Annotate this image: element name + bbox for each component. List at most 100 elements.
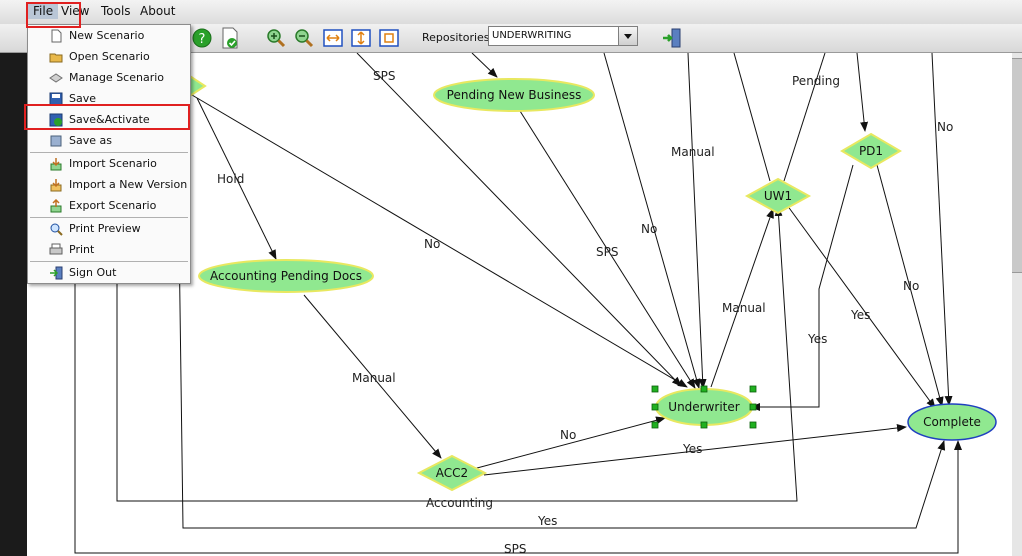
save-as-icon bbox=[50, 135, 62, 147]
menu-item-open-scenario[interactable]: Open Scenario bbox=[29, 47, 189, 67]
edge-label: Hold bbox=[217, 172, 244, 186]
fit-height-icon[interactable] bbox=[349, 26, 373, 50]
edge-label: SPS bbox=[504, 542, 526, 556]
edge-label: No bbox=[937, 120, 953, 134]
edge-sps-top bbox=[356, 53, 682, 387]
edge-label: No bbox=[560, 428, 576, 442]
edge-label: Yes bbox=[850, 308, 870, 322]
selection-handle[interactable] bbox=[651, 403, 659, 411]
edge-manual-top bbox=[687, 53, 707, 389]
diagram-canvas[interactable]: Pending New Business Accounting Pending … bbox=[27, 53, 1022, 556]
edge-label: Accounting bbox=[426, 496, 493, 510]
menu-item-label: Sign Out bbox=[69, 266, 117, 279]
menu-item-label: Import Scenario bbox=[69, 157, 157, 170]
menu-item-import-new-version[interactable]: Import a New Version bbox=[29, 175, 189, 195]
menu-item-label: Export Scenario bbox=[69, 199, 157, 212]
edge-sps-bottom bbox=[74, 53, 962, 554]
node-label: UW1 bbox=[764, 189, 792, 203]
manage-icon bbox=[49, 73, 63, 83]
repositories-value: UNDERWRITING bbox=[492, 30, 572, 41]
menu-tools[interactable]: Tools bbox=[101, 4, 131, 18]
selection-handle[interactable] bbox=[749, 385, 757, 393]
menu-item-new-scenario[interactable]: New Scenario bbox=[29, 26, 189, 46]
edge-label: Manual bbox=[352, 371, 396, 385]
repositories-select[interactable]: UNDERWRITING bbox=[488, 26, 638, 46]
edge-label: Yes bbox=[537, 514, 557, 528]
diagram-node-accounting-pending-docs[interactable]: Accounting Pending Docs bbox=[198, 259, 374, 293]
selection-handle[interactable] bbox=[700, 421, 708, 429]
workflow-diagram: Pending New Business Accounting Pending … bbox=[74, 53, 997, 556]
menu-item-sign-out[interactable]: Sign Out bbox=[29, 263, 189, 283]
menu-item-print-preview[interactable]: Print Preview bbox=[29, 219, 189, 239]
new-page-icon bbox=[51, 29, 62, 43]
zoom-in-icon[interactable] bbox=[264, 26, 288, 50]
node-label: ACC2 bbox=[436, 466, 468, 480]
edge-label: Manual bbox=[671, 145, 715, 159]
menu-item-save-activate[interactable]: Save&Activate bbox=[29, 110, 189, 130]
zoom-out-icon[interactable] bbox=[292, 26, 316, 50]
diagram-node-acc2[interactable]: ACC2 bbox=[416, 454, 488, 492]
magnifier-icon bbox=[50, 223, 63, 236]
scrollbar-thumb[interactable] bbox=[1012, 58, 1022, 273]
edge-label: Yes bbox=[682, 442, 702, 456]
edge-no-pd1 bbox=[876, 164, 944, 407]
edge-label: SPS bbox=[373, 69, 395, 83]
exit-door-icon[interactable] bbox=[660, 26, 684, 50]
menu-item-manage-scenario[interactable]: Manage Scenario bbox=[29, 68, 189, 88]
menu-item-label: Print bbox=[69, 243, 95, 256]
menu-file[interactable]: File bbox=[28, 3, 59, 19]
fit-all-icon[interactable] bbox=[377, 26, 401, 50]
edge-into-pnb bbox=[471, 53, 498, 78]
edge-label: No bbox=[903, 279, 919, 293]
node-label: Complete bbox=[923, 415, 981, 429]
menu-item-label: Print Preview bbox=[69, 222, 141, 235]
printer-icon bbox=[49, 243, 63, 255]
export-icon bbox=[50, 199, 62, 213]
diagram-node-pending-new-business[interactable]: Pending New Business bbox=[433, 78, 595, 112]
menu-about[interactable]: About bbox=[140, 4, 176, 18]
highlight-save-activate bbox=[24, 104, 190, 130]
menu-item-import-scenario[interactable]: Import Scenario bbox=[29, 154, 189, 174]
edge-no-right bbox=[931, 53, 953, 406]
diagram-node-complete[interactable]: Complete bbox=[907, 403, 997, 441]
edge-uw1-top bbox=[733, 53, 771, 182]
edge-into-pd1 bbox=[856, 53, 869, 132]
selection-handle[interactable] bbox=[749, 403, 757, 411]
edge-yes-pd1 bbox=[750, 164, 854, 411]
edge-manual-acc bbox=[303, 294, 442, 459]
menu-item-save-as[interactable]: Save as bbox=[29, 131, 189, 151]
diagram-node-underwriter[interactable]: Underwriter bbox=[651, 385, 757, 429]
help-icon[interactable]: ? bbox=[190, 26, 214, 50]
repositories-label: Repositories: bbox=[422, 31, 494, 44]
diagram-node-pd1[interactable]: PD1 bbox=[840, 132, 902, 170]
menu-item-print[interactable]: Print bbox=[29, 240, 189, 260]
edge-label: Manual bbox=[722, 301, 766, 315]
vertical-scrollbar[interactable] bbox=[1012, 53, 1022, 556]
menu-item-label: Save as bbox=[69, 134, 112, 147]
fit-width-icon[interactable] bbox=[321, 26, 345, 50]
selection-handle[interactable] bbox=[651, 385, 659, 393]
node-label: Underwriter bbox=[668, 400, 739, 414]
file-menu-dropdown: New Scenario Open Scenario Manage Scenar… bbox=[27, 24, 191, 284]
selection-handle[interactable] bbox=[700, 385, 708, 393]
import-version-icon bbox=[50, 179, 62, 192]
diagram-node-uw1[interactable]: UW1 bbox=[744, 177, 812, 215]
selection-handle[interactable] bbox=[749, 421, 757, 429]
edge-label: No bbox=[424, 237, 440, 251]
node-label: PD1 bbox=[859, 144, 883, 158]
menu-item-label: Import a New Version bbox=[69, 178, 188, 191]
menu-item-export-scenario[interactable]: Export Scenario bbox=[29, 196, 189, 216]
selection-handle[interactable] bbox=[651, 421, 659, 429]
edge-no-left bbox=[191, 94, 688, 388]
menu-view[interactable]: View bbox=[61, 4, 90, 18]
menu-item-label: Save bbox=[69, 92, 97, 105]
import-icon bbox=[50, 158, 62, 171]
dropdown-arrow-icon[interactable] bbox=[618, 27, 637, 45]
node-label: Accounting Pending Docs bbox=[210, 269, 362, 283]
edge-sps-mid bbox=[519, 110, 696, 389]
highlight-file-menu bbox=[26, 2, 81, 28]
validate-icon[interactable] bbox=[218, 26, 242, 50]
menu-item-label: New Scenario bbox=[69, 29, 145, 42]
sign-out-icon bbox=[50, 266, 63, 280]
edge-label: SPS bbox=[596, 245, 618, 259]
